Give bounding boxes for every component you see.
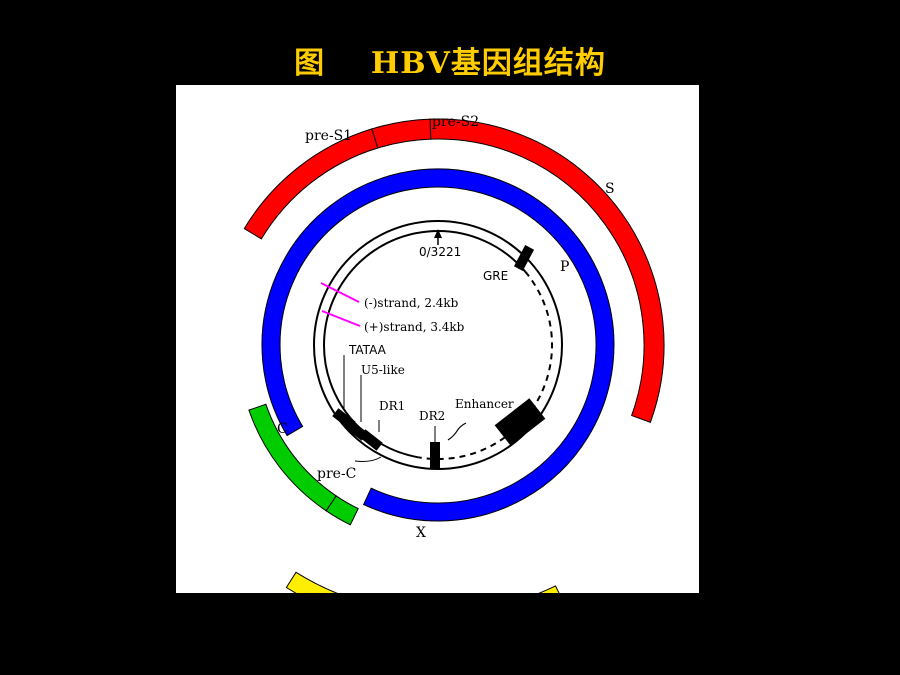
dr2-block bbox=[430, 442, 440, 468]
label-gre: GRE bbox=[483, 269, 508, 283]
label-pre-c: pre-C bbox=[317, 466, 356, 482]
label-pre-s2: pre-S2 bbox=[432, 114, 479, 130]
minus-strand-circle bbox=[313, 220, 563, 470]
plus-strand-mark bbox=[321, 310, 361, 327]
strand-squiggle-left bbox=[354, 456, 382, 462]
label-enhancer: Enhancer bbox=[455, 397, 514, 411]
label-s: S bbox=[605, 181, 615, 197]
strand-squiggle bbox=[447, 422, 467, 441]
label-x: X bbox=[416, 525, 426, 541]
hbv-genome-svg: pre-S1 pre-S2 S P C pre-C X 0/3221 GRE (… bbox=[243, 114, 665, 593]
gre-block bbox=[513, 245, 535, 271]
label-origin: 0/3221 bbox=[419, 245, 461, 259]
label-plus-strand: (+)strand, 3.4kb bbox=[364, 320, 465, 334]
pre-c-arc bbox=[325, 495, 359, 526]
origin-arrow-icon bbox=[434, 229, 442, 238]
pre-s2-arc bbox=[371, 118, 432, 149]
label-dr1: DR1 bbox=[379, 399, 405, 413]
minus-strand-mark bbox=[320, 282, 360, 303]
slide-title: 图 HBV基因组结构 bbox=[294, 46, 606, 81]
s-gene-arc bbox=[429, 118, 665, 423]
c-gene-arc bbox=[248, 403, 337, 512]
label-dr2: DR2 bbox=[419, 409, 445, 423]
label-minus-strand: (-)strand, 2.4kb bbox=[364, 296, 459, 310]
dr1-block bbox=[359, 429, 383, 451]
label-u5-like: U5-like bbox=[361, 363, 405, 377]
hbv-genome-diagram: pre-S1 pre-S2 S P C pre-C X 0/3221 GRE (… bbox=[176, 85, 699, 593]
enhancer-block bbox=[494, 398, 546, 446]
p-gene-arc bbox=[261, 168, 615, 522]
label-tataa: TATAA bbox=[348, 343, 387, 357]
label-p: P bbox=[560, 259, 569, 275]
label-pre-s1: pre-S1 bbox=[305, 128, 352, 144]
x-gene-arc bbox=[285, 571, 560, 593]
label-c: C bbox=[277, 421, 288, 437]
